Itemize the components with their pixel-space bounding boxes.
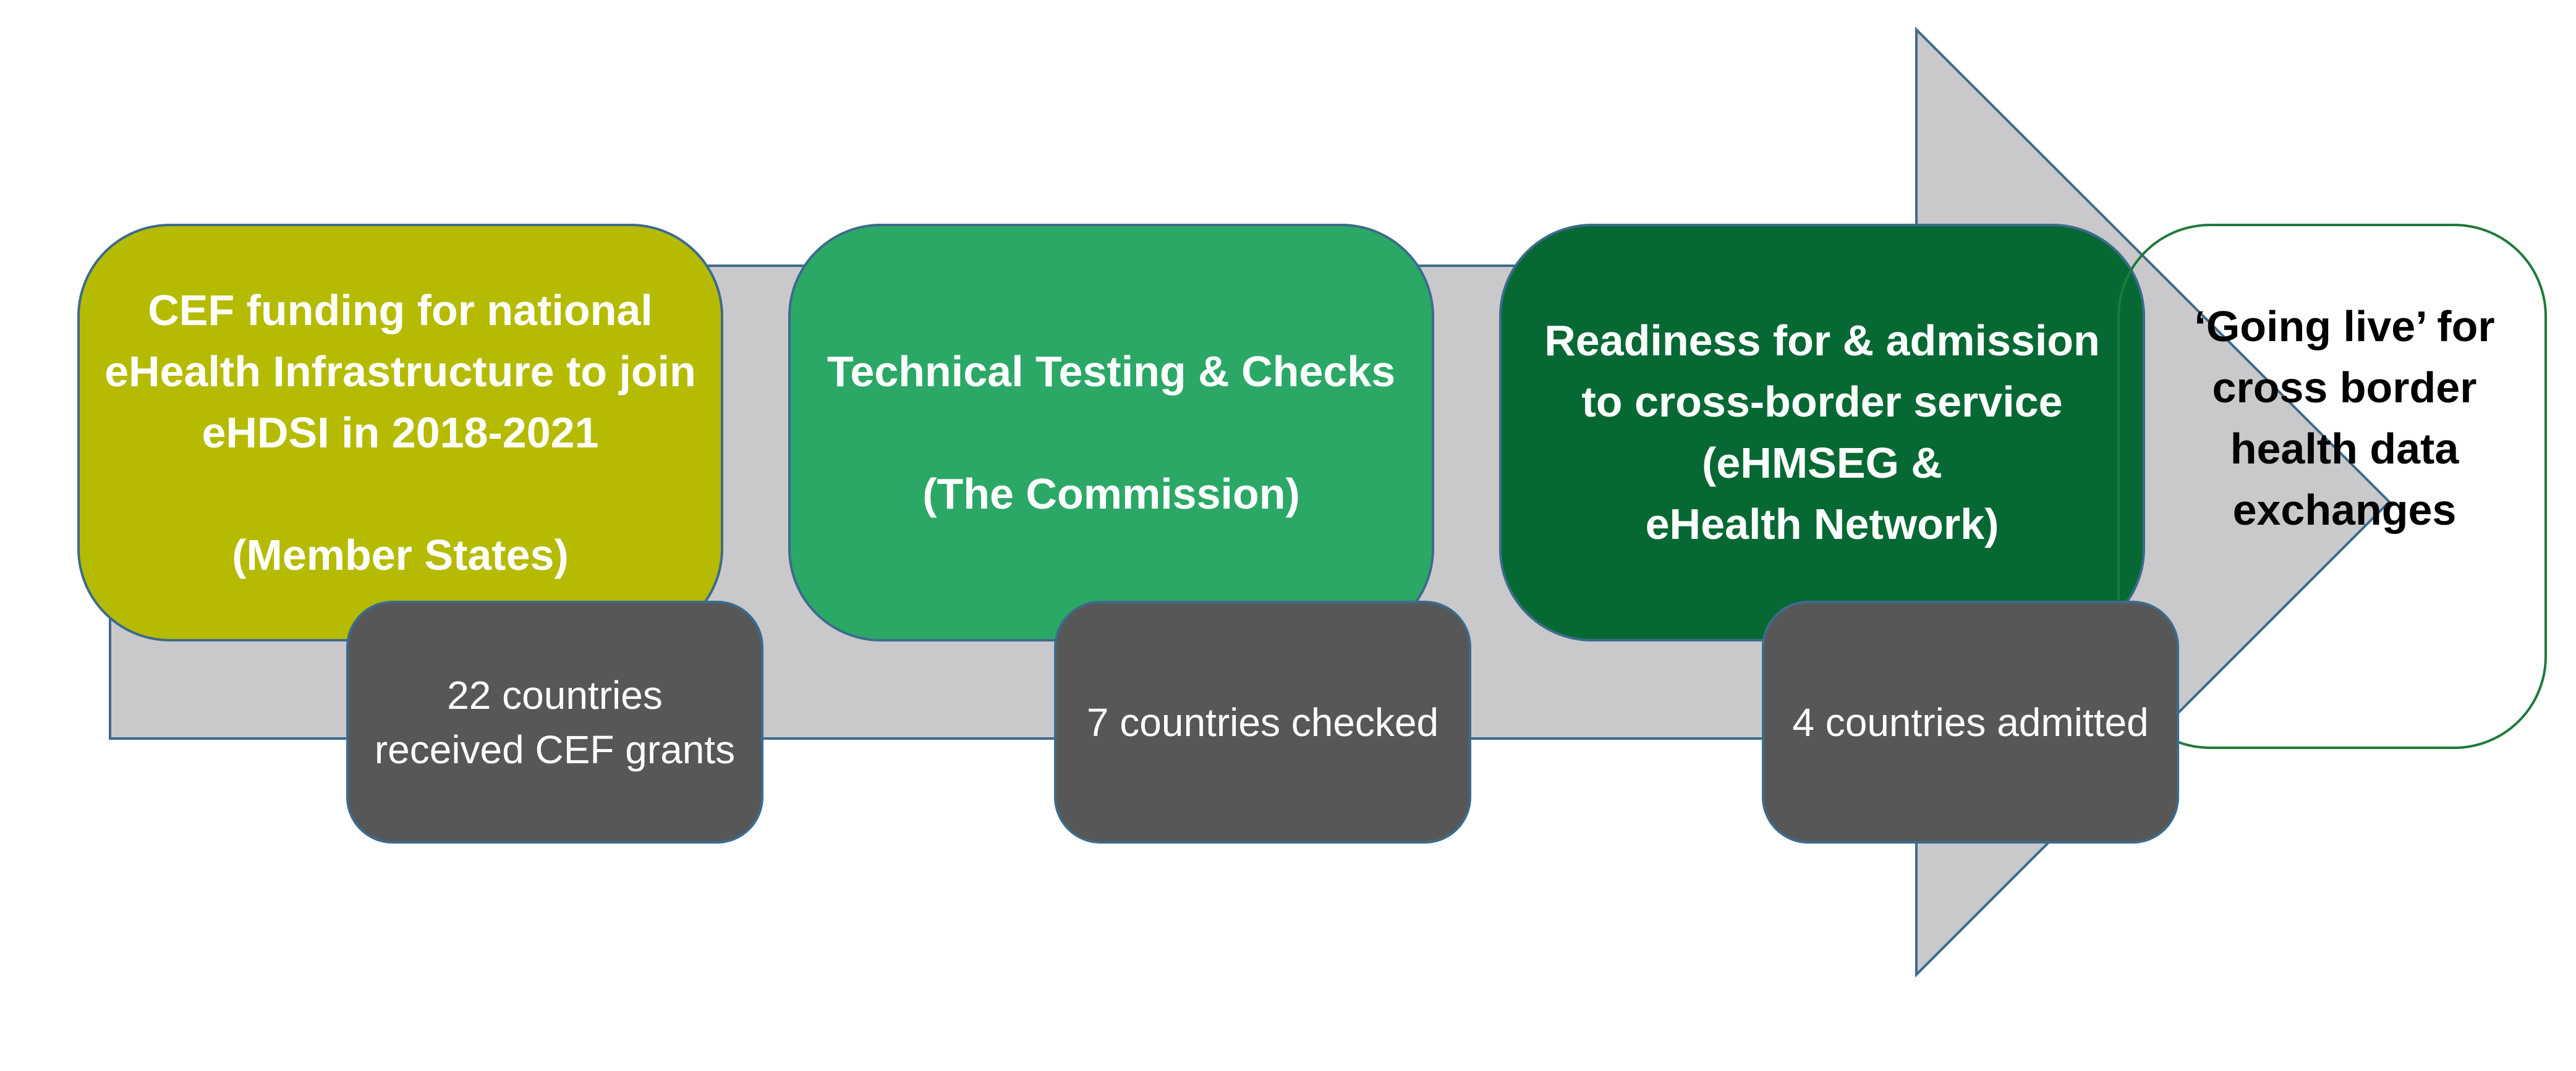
goal-box: ‘Going live’ for cross border health dat… [2117,224,2547,749]
counter-testing-text: 7 countries checked [1086,700,1439,745]
counter-readiness-text: 4 countries admitted [1792,700,2149,745]
stage-testing-text: Technical Testing & Checks (The Commissi… [827,347,1396,518]
stage-readiness-box: Readiness for & admission to cross-borde… [1499,224,2145,641]
stage-funding-box: CEF funding for national eHealth Infrast… [77,224,723,641]
counter-funding-text: 22 countries received CEF grants [374,672,736,772]
goal-text: ‘Going live’ for cross border health dat… [2194,302,2495,534]
stage-funding-text: CEF funding for national eHealth Infrast… [104,286,696,579]
counter-testing-box: 7 countries checked [1054,601,1471,844]
stage-testing-box: Technical Testing & Checks (The Commissi… [788,224,1434,641]
counter-funding-box: 22 countries received CEF grants [346,601,763,844]
stage-readiness-text: Readiness for & admission to cross-borde… [1544,316,2100,548]
counter-readiness-box: 4 countries admitted [1762,601,2179,844]
